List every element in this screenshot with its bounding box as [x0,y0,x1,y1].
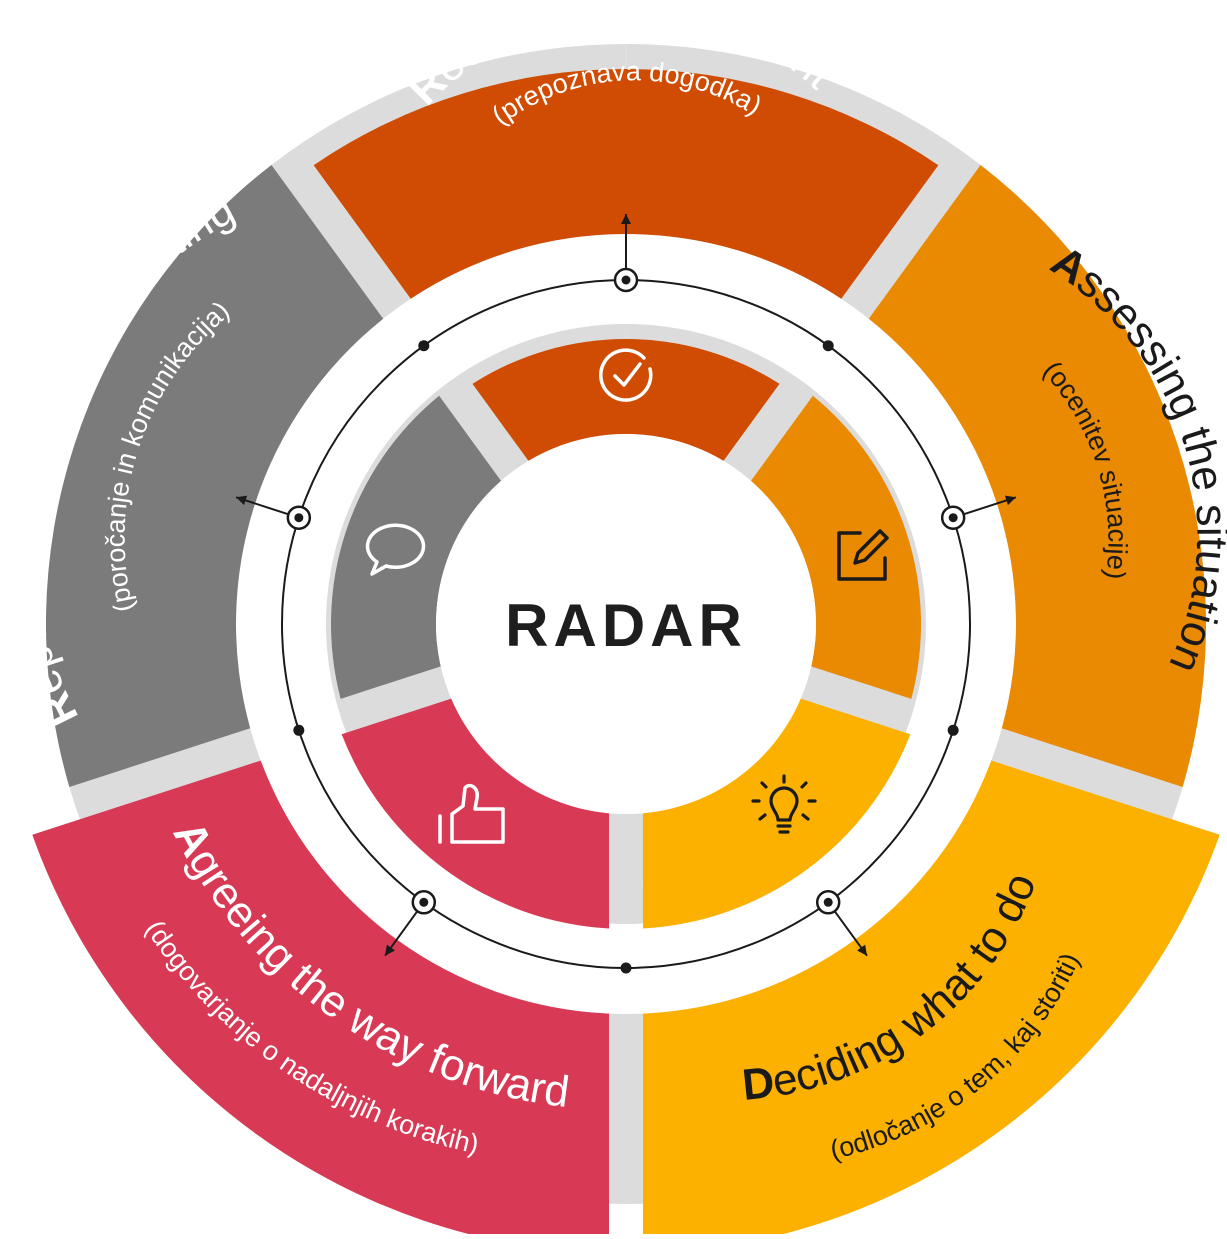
boundary-dot [418,340,430,352]
outer-segment-deciding[interactable] [642,760,1220,1239]
lightbulb-icon[interactable] [751,774,817,834]
outer-segment-reporting[interactable] [45,164,384,787]
boundary-dot [822,340,834,352]
arrow-head-icon [857,944,867,956]
target-marker-dot [823,897,833,907]
arrow-head-icon [621,214,631,224]
boundary-dot [293,724,305,736]
arrow-head-icon [236,495,248,506]
boundary-dot [620,962,632,974]
target-marker-dot [948,513,958,523]
speech-bubble-icon[interactable] [365,523,426,576]
check-circle-icon[interactable] [599,348,653,402]
inner-segment-assessing[interactable] [750,395,922,699]
center-label: RADAR [505,592,747,659]
center-disc [436,434,816,814]
connector-markers [235,214,1017,974]
arrow-head-icon [385,944,395,956]
thumbs-up-icon[interactable] [438,783,505,844]
outer-segment-agreeing[interactable] [32,760,610,1239]
title-initial: D [740,1058,777,1110]
target-marker-dot [419,897,429,907]
inner-segment-agreeing[interactable] [341,698,610,929]
edit-square-icon[interactable] [837,529,889,581]
outer-segment-recognising[interactable] [313,69,939,299]
inner-segment-reporting[interactable] [331,395,502,699]
arrow-head-icon [1004,495,1016,506]
boundary-dot [947,724,959,736]
target-marker-dot [294,513,304,523]
outer-ring [32,69,1220,1239]
outer-segment-assessing[interactable] [868,164,1206,787]
target-marker-dot [621,275,631,285]
